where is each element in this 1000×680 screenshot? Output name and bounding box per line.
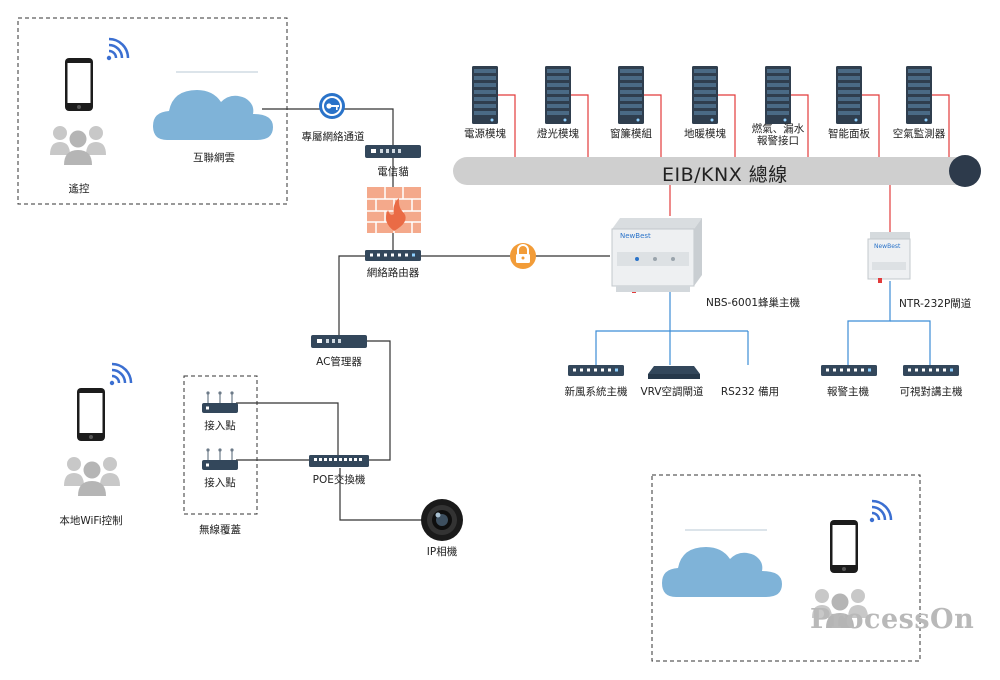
knx-bus-label: EIB/KNX 總線 (662, 164, 788, 186)
vrv-gateway-icon (648, 366, 700, 379)
ntr-gateway-icon (867, 232, 911, 283)
firewall-icon (367, 187, 421, 233)
alarm-host-label: 報警主機 (827, 386, 869, 398)
nbs-brand-text: NewBest (620, 232, 651, 240)
serial-links (595, 281, 931, 365)
knx-bus (453, 157, 981, 185)
intercom-host-icon (903, 365, 959, 376)
modem-icon (365, 145, 421, 158)
bus-end-cap (949, 155, 981, 187)
ac-manager-label: AC管理器 (316, 356, 362, 368)
server-dimmer-module (545, 66, 571, 124)
internet-cloud-label: 互聯網雲 (193, 152, 235, 164)
poe-switch-icon (309, 455, 369, 467)
nbs-host-label: NBS-6001蜂巢主機 (706, 297, 801, 309)
fresh-air-label: 新風系統主機 (564, 386, 628, 398)
remote-zone-box (17, 17, 288, 205)
router-label: 網絡路由器 (366, 267, 420, 279)
knx-links (498, 94, 950, 232)
power-module-label: 電源模塊 (464, 128, 506, 140)
wifi-signal-icon (105, 37, 130, 62)
ntr-gateway-label: NTR-232P閘道 (899, 298, 972, 310)
camera-label: IP相機 (426, 546, 458, 558)
server-gas-alarm (765, 66, 791, 124)
server-curtain-module (618, 66, 644, 124)
modem-label: 電信貓 (377, 166, 409, 178)
access-point-2-icon (201, 447, 239, 471)
camera-icon (421, 499, 463, 541)
fresh-air-host-icon (568, 365, 624, 376)
local-people-icon (64, 457, 120, 496)
local-wifi-label: 本地WiFi控制 (59, 515, 123, 527)
cloud-icon (153, 90, 273, 140)
wifi-signal-icon-2 (868, 499, 893, 524)
lock-icon (510, 243, 536, 269)
wireless-zone-box (183, 375, 258, 515)
floor-heat-label: 地暖模塊 (684, 128, 726, 140)
poe-switch-label: POE交換機 (312, 474, 366, 486)
nbs-host-icon (611, 218, 702, 293)
air-monitor-label: 空氣監測器 (892, 128, 946, 140)
phone-icon-2 (830, 520, 858, 573)
phone-icon (65, 58, 93, 111)
local-wifi-signal-icon (108, 362, 133, 387)
network-links (236, 108, 610, 521)
server-smart-panel (836, 66, 862, 124)
vpn-key-icon (319, 93, 345, 119)
dimmer-module-label: 燈光模塊 (537, 128, 579, 140)
server-air-monitor (906, 66, 932, 124)
vrv-label: VRV空調閘道 (640, 386, 704, 398)
router-icon (365, 250, 421, 261)
server-power-module (472, 66, 498, 124)
intercom-label: 可視對講主機 (899, 386, 963, 398)
alarm-host-icon (821, 365, 877, 376)
gas-alarm-label: 燃氣、漏水 報警接口 (751, 123, 805, 147)
local-phone-icon (77, 388, 105, 441)
ntr-brand-text: NewBest (874, 243, 901, 250)
access-point-2-label: 接入點 (204, 477, 236, 489)
vpn-label: 專屬網絡通道 (301, 131, 365, 143)
remote-zone-box-2 (651, 474, 921, 662)
watermark: ProcessOn (810, 604, 975, 635)
access-point-1-icon (201, 390, 239, 414)
people-icon (50, 126, 106, 165)
server-floor-heat (692, 66, 718, 124)
remote-label: 遙控 (68, 183, 90, 195)
curtain-module-label: 窗簾模組 (610, 128, 652, 140)
smart-panel-label: 智能面板 (828, 128, 870, 140)
ac-manager-icon (311, 335, 367, 348)
access-point-1-label: 接入點 (204, 420, 236, 432)
rs232-label: RS232 備用 (720, 386, 780, 398)
wireless-coverage-label: 無線覆蓋 (199, 524, 241, 536)
cloud-icon-2 (662, 547, 782, 597)
